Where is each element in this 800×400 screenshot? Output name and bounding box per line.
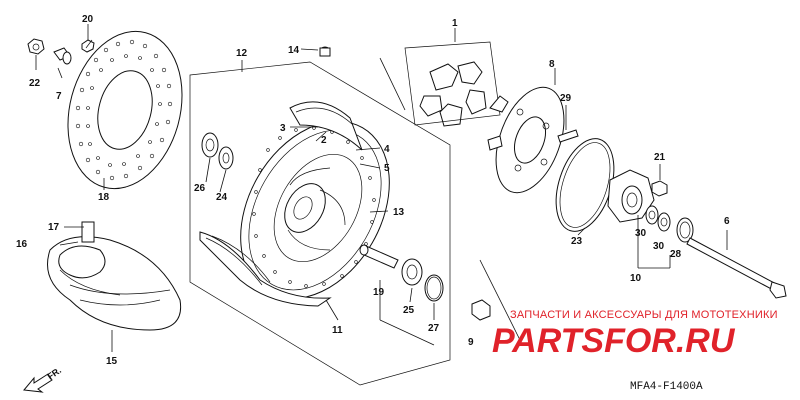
callout-20: 20: [82, 14, 94, 25]
damper-box: [404, 41, 501, 126]
callout-30b: 30: [653, 241, 665, 252]
seal-28: [676, 217, 694, 243]
callout-21: 21: [654, 152, 666, 163]
callout-15: 15: [106, 356, 118, 367]
rear-wheel: [240, 120, 390, 300]
bearing-30a: [645, 205, 659, 225]
callout-1: 1: [452, 18, 458, 29]
damper-rubbers: [419, 61, 487, 127]
leader-lines: [35, 24, 728, 352]
callout-16: 16: [16, 239, 28, 250]
bolt-7: [53, 47, 72, 65]
callout-3: 3: [280, 123, 286, 134]
driven-flange: [487, 86, 565, 194]
callout-17: 17: [48, 222, 60, 233]
callout-29: 29: [560, 93, 572, 104]
bearing-30b: [657, 212, 671, 232]
callout-28: 28: [670, 249, 682, 260]
callout-19: 19: [373, 287, 385, 298]
circlip-27: [424, 274, 444, 302]
callout-6: 6: [724, 216, 730, 227]
watermark-brand: PARTSFOR.RU: [492, 322, 736, 360]
collar-9: [471, 299, 491, 321]
callout-7: 7: [56, 91, 62, 102]
callout-18: 18: [98, 192, 110, 203]
rim-band-top: [289, 101, 363, 151]
callout-numbers: 20 22 7 18 14 12 1 3 2 4 5 13 26 24 11 1…: [16, 14, 730, 367]
callout-8: 8: [549, 59, 555, 70]
callout-4: 4: [384, 144, 390, 155]
nut-21: [651, 180, 668, 197]
callout-26: 26: [194, 183, 206, 194]
callout-5: 5: [384, 163, 390, 174]
seal-24: [218, 146, 234, 170]
callout-13: 13: [393, 207, 405, 218]
callout-14: 14: [288, 45, 300, 56]
callout-22: 22: [29, 78, 41, 89]
axle-6: [686, 237, 787, 299]
callout-10: 10: [630, 273, 642, 284]
callout-27: 27: [428, 323, 440, 334]
front-direction-arrow: FR.: [23, 365, 63, 393]
wheel-box-outline: [189, 61, 451, 386]
watermark: ЗАПЧАСТИ И АКСЕССУАРЫ ДЛЯ МОТОТЕХНИКИ PA…: [492, 309, 778, 360]
rim-band-bottom: [199, 231, 332, 307]
stud-29: [557, 129, 579, 143]
bolt-20: [81, 39, 95, 53]
tire-section: [47, 221, 182, 331]
callout-23: 23: [571, 236, 583, 247]
callout-25: 25: [403, 305, 415, 316]
callout-12: 12: [236, 48, 248, 59]
nut-22: [27, 38, 45, 55]
callout-2: 2: [321, 135, 327, 146]
bearing-26: [201, 132, 219, 158]
sprocket-hub: [607, 169, 655, 223]
callout-9: 9: [468, 337, 474, 348]
watermark-tagline: ЗАПЧАСТИ И АКСЕССУАРЫ ДЛЯ МОТОТЕХНИКИ: [510, 309, 778, 321]
collar-19: [359, 244, 399, 269]
collar-14: [319, 46, 331, 57]
diagram-code: MFA4-F1400A: [630, 381, 703, 393]
callout-11: 11: [332, 325, 343, 336]
callout-24: 24: [216, 192, 228, 203]
bearing-25: [401, 258, 423, 286]
brake-disc: [67, 30, 183, 190]
callout-30a: 30: [635, 228, 647, 239]
